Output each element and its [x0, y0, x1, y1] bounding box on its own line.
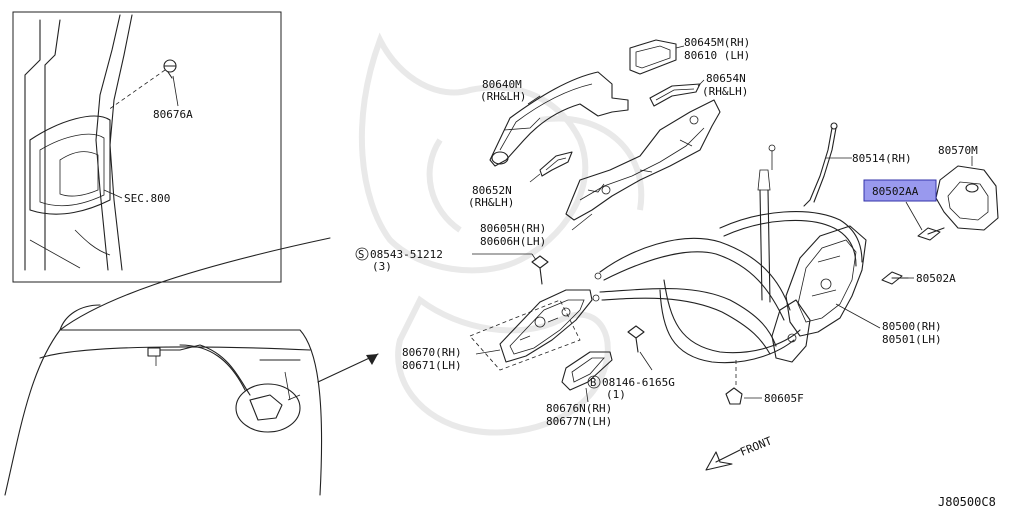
lock-actuator-part-lh: 80501(LH) — [882, 333, 942, 346]
inside-escutcheon-part-lh: 80677N(LH) — [546, 415, 612, 428]
bracket-part-rh: 80605H(RH) — [480, 222, 546, 235]
screw-symbol-icon — [355, 247, 369, 261]
inside-escutcheon-part-rh: 80676N(RH) — [546, 402, 612, 415]
outside-handle: 80640M (RH&LH) — [480, 71, 629, 167]
highlight-box — [863, 179, 937, 202]
rod: 80514(RH) — [803, 122, 912, 207]
gasket-rear-part: 80652N — [472, 184, 512, 197]
handle-bracket: 80605H(RH) 80606H(LH) — [480, 99, 721, 248]
bolt: B 08146-6165G (1) — [587, 325, 675, 401]
inside-handle-part-rh: 80670(RH) — [402, 346, 462, 359]
handle-screw-part: 08543-51212 — [370, 248, 443, 261]
car-body-sketch — [4, 237, 379, 496]
clip: 80605F — [725, 360, 804, 405]
inside-handle: 80670(RH) 80671(LH) — [402, 289, 593, 372]
escutcheon-part-rh: 80645M(RH) — [684, 36, 750, 49]
outside-handle-part: 80640M — [482, 78, 522, 91]
inset-panel: 80676A SEC.800 — [12, 11, 282, 283]
watermark-emblem — [358, 32, 645, 436]
inside-escutcheon: 80676N(RH) 80677N(LH) — [546, 351, 613, 428]
bolt-part: 08146-6165G — [602, 376, 675, 389]
gasket-front: 80654N (RH&LH) — [649, 72, 748, 107]
bracket-part-lh: 80606H(LH) — [480, 235, 546, 248]
handle-screw-qty: (3) — [372, 260, 392, 273]
inside-handle-part-lh: 80671(LH) — [402, 359, 462, 372]
clip-part: 80605F — [764, 392, 804, 405]
inset-sec-ref: SEC.800 — [124, 192, 170, 205]
door-lock-actuator: 80500(RH) 80501(LH) — [592, 144, 942, 364]
lock-screw: 80502A — [881, 271, 956, 285]
bolt-qty: (1) — [606, 388, 626, 401]
striker-screw: 80502AA — [863, 179, 945, 241]
bolt-symbol: B — [590, 377, 596, 389]
lock-screw-part: 80502A — [916, 272, 956, 285]
gasket-rear-fit: (RH&LH) — [468, 196, 514, 209]
lock-actuator-part-rh: 80500(RH) — [882, 320, 942, 333]
gasket-rear: 80652N (RH&LH) — [468, 151, 573, 209]
diagram-code: J80500C8 — [938, 495, 996, 509]
striker-screw-part: 80502AA — [872, 185, 919, 198]
striker: 80570M — [935, 144, 999, 231]
outside-handle-fit: (RH&LH) — [480, 90, 526, 103]
striker-part: 80570M — [938, 144, 978, 157]
rod-part: 80514(RH) — [852, 152, 912, 165]
screw-symbol: S — [358, 249, 364, 261]
front-label: FRONT — [738, 434, 774, 459]
gasket-front-fit: (RH&LH) — [702, 85, 748, 98]
handle-screw: S 08543-51212 (3) — [355, 247, 549, 285]
inset-clip-label: 80676A — [153, 108, 193, 121]
gasket-front-part: 80654N — [706, 72, 746, 85]
front-indicator: FRONT — [705, 434, 774, 471]
escutcheon-part-lh: 80610 (LH) — [684, 49, 750, 62]
escutcheon: 80645M(RH) 80610 (LH) — [629, 36, 750, 75]
